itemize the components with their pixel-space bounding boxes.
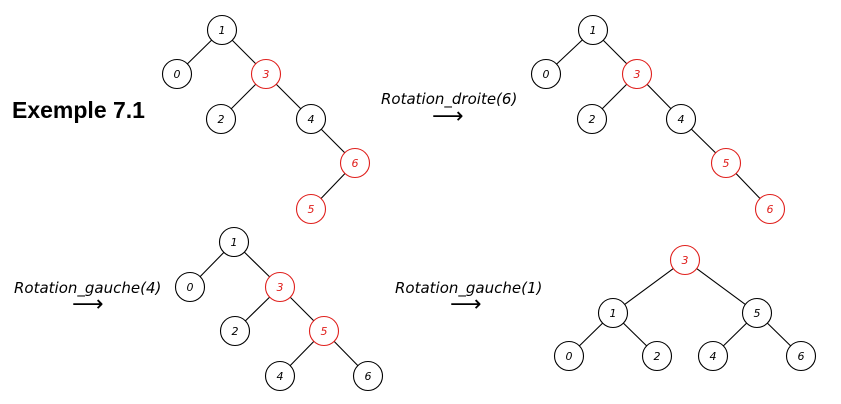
tree-3-edge-3-1 <box>624 268 674 305</box>
tree-1-edge-3-2 <box>601 83 628 110</box>
tree-2-node-6 <box>352 360 384 392</box>
tree-2-node-label-2: 2 <box>232 325 239 338</box>
tree-2-edge-1-3 <box>243 251 271 278</box>
tree-0-edge-6-5 <box>320 173 346 199</box>
tree-3: 3 1 5 0 2 4 6 <box>553 244 817 372</box>
tree-1-node-0 <box>530 58 562 90</box>
tree-2-node-label-6: 6 <box>365 370 372 383</box>
tree-1-node-label-3: 3 <box>634 68 641 81</box>
tree-2-node-2 <box>219 315 251 347</box>
tree-0-node-2 <box>205 103 237 135</box>
tree-0-edge-4-6 <box>320 128 346 154</box>
tree-2-node-label-0: 0 <box>187 281 194 294</box>
tree-2-node-4 <box>264 360 296 392</box>
tree-1-node-4 <box>665 103 697 135</box>
tree-3-node-label-1: 1 <box>610 307 617 320</box>
tree-0-node-3 <box>250 58 282 90</box>
tree-0: 1 0 3 2 4 6 5 <box>161 14 371 225</box>
tree-0-edge-1-0 <box>186 39 213 65</box>
tree-3-node-0 <box>553 340 585 372</box>
tree-3-edge-5-6 <box>766 322 792 347</box>
tree-3-node-3 <box>669 244 701 276</box>
tree-0-node-1 <box>206 14 238 46</box>
tree-0-node-label-2: 2 <box>218 113 225 126</box>
step-label-rotation-gauche-1: Rotation_gauche(1) <box>395 279 543 297</box>
tree-1-edge-5-6 <box>735 173 761 199</box>
tree-0-node-label-4: 4 <box>308 113 315 126</box>
tree-1-node-label-6: 6 <box>767 203 774 216</box>
tree-1-node-3 <box>621 58 653 90</box>
tree-3-node-label-0: 0 <box>566 350 573 363</box>
tree-0-node-label-0: 0 <box>174 68 181 81</box>
tree-3-node-2 <box>641 340 673 372</box>
step-arrow-1: ⟶ <box>432 104 464 129</box>
tree-1-node-label-4: 4 <box>678 113 685 126</box>
tree-2-node-label-4: 4 <box>277 370 284 383</box>
tree-1-edge-4-5 <box>690 128 717 154</box>
tree-2: 1 0 3 2 5 4 6 <box>174 226 384 392</box>
tree-3-edge-1-0 <box>578 322 604 347</box>
tree-1-node-5 <box>710 147 742 179</box>
tree-0-node-6 <box>339 147 371 179</box>
tree-2-node-3 <box>264 271 296 303</box>
tree-3-node-1 <box>597 297 629 329</box>
tree-1-node-label-2: 2 <box>589 113 596 126</box>
tree-3-edge-3-5 <box>696 268 746 305</box>
tree-3-node-label-6: 6 <box>798 350 805 363</box>
tree-1-edge-1-3 <box>602 39 628 65</box>
tree-2-edge-5-4 <box>289 340 315 367</box>
tree-2-edge-1-0 <box>199 251 225 278</box>
tree-2-edge-3-5 <box>289 296 315 322</box>
tree-2-node-label-5: 5 <box>321 325 328 338</box>
step-label-rotation-gauche-4: Rotation_gauche(4) <box>14 279 162 297</box>
tree-0-node-label-3: 3 <box>263 68 270 81</box>
tree-1-edge-1-0 <box>556 39 583 65</box>
tree-1: 1 0 3 2 4 5 6 <box>530 14 786 225</box>
tree-2-edge-3-2 <box>244 296 271 322</box>
tree-2-node-label-1: 1 <box>231 236 238 249</box>
tree-3-node-label-2: 2 <box>654 350 661 363</box>
tree-1-edge-3-4 <box>646 83 672 110</box>
tree-0-node-4 <box>295 103 327 135</box>
tree-3-node-label-3: 3 <box>682 254 689 267</box>
example-title: Exemple 7.1 <box>12 97 145 123</box>
tree-1-node-label-5: 5 <box>723 157 730 170</box>
tree-1-node-label-0: 0 <box>543 68 550 81</box>
step-label-rotation-droite-6: Rotation_droite(6) <box>381 90 518 108</box>
tree-1-node-6 <box>754 193 786 225</box>
tree-1-node-label-1: 1 <box>590 24 597 37</box>
tree-0-node-5 <box>295 193 327 225</box>
step-arrow-3: ⟶ <box>450 292 482 317</box>
tree-2-node-0 <box>174 271 206 303</box>
tree-0-node-label-6: 6 <box>352 157 359 170</box>
tree-1-node-1 <box>577 14 609 46</box>
tree-3-node-label-4: 4 <box>710 350 717 363</box>
tree-3-node-6 <box>785 340 817 372</box>
tree-0-edge-3-2 <box>230 83 257 110</box>
tree-0-node-label-1: 1 <box>219 24 226 37</box>
tree-3-edge-5-4 <box>722 322 748 347</box>
tree-2-node-1 <box>218 226 250 258</box>
tree-2-node-5 <box>308 315 340 347</box>
tree-1-node-2 <box>576 103 608 135</box>
tree-0-node-label-5: 5 <box>308 203 315 216</box>
tree-3-edge-1-2 <box>622 322 648 347</box>
tree-3-node-label-5: 5 <box>754 307 761 320</box>
tree-2-node-label-3: 3 <box>277 281 284 294</box>
tree-3-node-4 <box>697 340 729 372</box>
tree-3-node-5 <box>741 297 773 329</box>
tree-0-node-0 <box>161 58 193 90</box>
step-arrow-2: ⟶ <box>72 292 104 317</box>
tree-0-edge-1-3 <box>231 39 257 65</box>
tree-2-edge-5-6 <box>333 340 359 367</box>
tree-0-edge-3-4 <box>275 83 302 110</box>
